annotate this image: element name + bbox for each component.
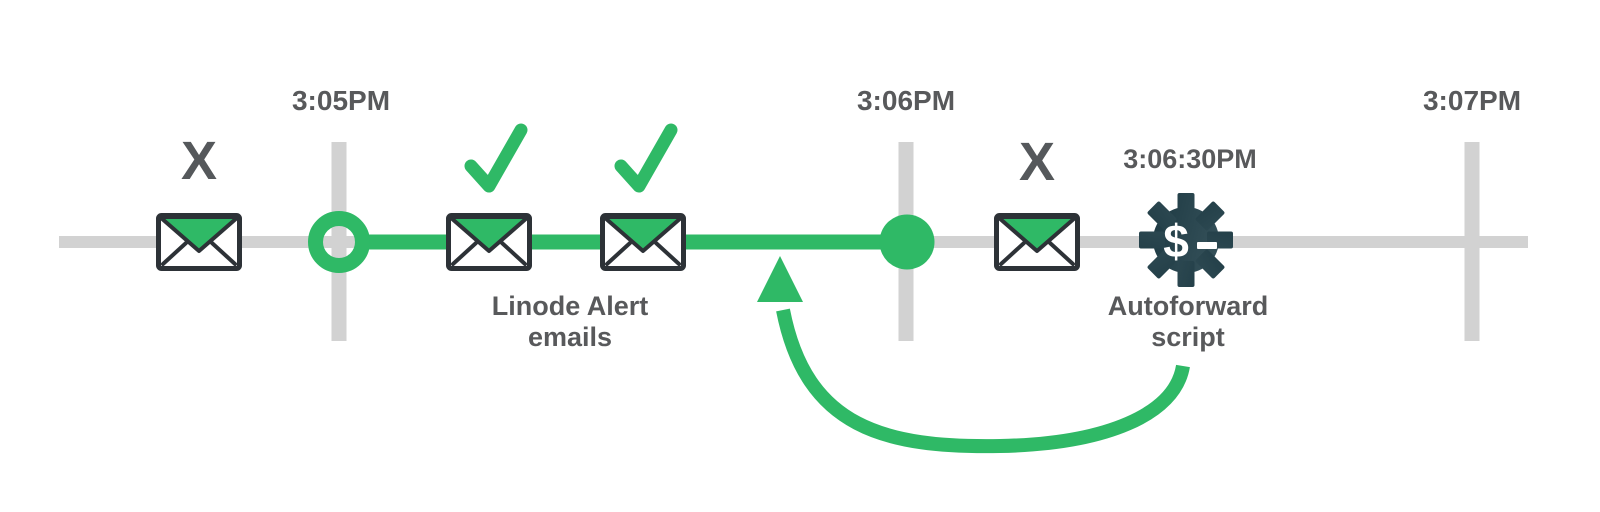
dollar-glyph: $ xyxy=(1163,215,1189,267)
x-icon: X xyxy=(180,131,218,191)
envelope-icon xyxy=(446,213,532,271)
tick-label-3-06: 3:06PM xyxy=(856,85,956,116)
alert-caption-line1: Linode Alert xyxy=(491,291,649,321)
tick-label-3-07: 3:07PM xyxy=(1422,85,1522,116)
tick-label-3-05: 3:05PM xyxy=(291,85,391,116)
script-caption-line2: script xyxy=(1151,322,1225,352)
curved-arrow-icon xyxy=(757,256,1190,454)
curved-arrow-tail xyxy=(776,308,1190,454)
window-end-dot xyxy=(879,214,935,270)
x-icon: X xyxy=(1018,132,1056,192)
envelope-icon xyxy=(994,213,1080,271)
envelope-icon xyxy=(156,213,242,271)
alert-caption-line2: emails xyxy=(527,322,613,352)
gear-dollar-icon: $ xyxy=(1139,193,1233,287)
check-icon xyxy=(464,123,528,193)
tick-3-07 xyxy=(1464,142,1480,341)
alert-emails-caption: Linode Alert emails xyxy=(492,291,649,353)
autoforward-script-caption: Autoforward script xyxy=(1108,291,1268,353)
tick-3-05 xyxy=(331,142,347,341)
dash-glyph xyxy=(1197,242,1217,249)
script-time-label: 3:06:30PM xyxy=(1123,144,1257,174)
arrowhead xyxy=(757,256,803,302)
window-start-ring xyxy=(308,211,370,273)
envelope-icon xyxy=(600,213,686,271)
script-caption-line1: Autoforward xyxy=(1107,291,1269,321)
check-icon xyxy=(614,123,678,193)
